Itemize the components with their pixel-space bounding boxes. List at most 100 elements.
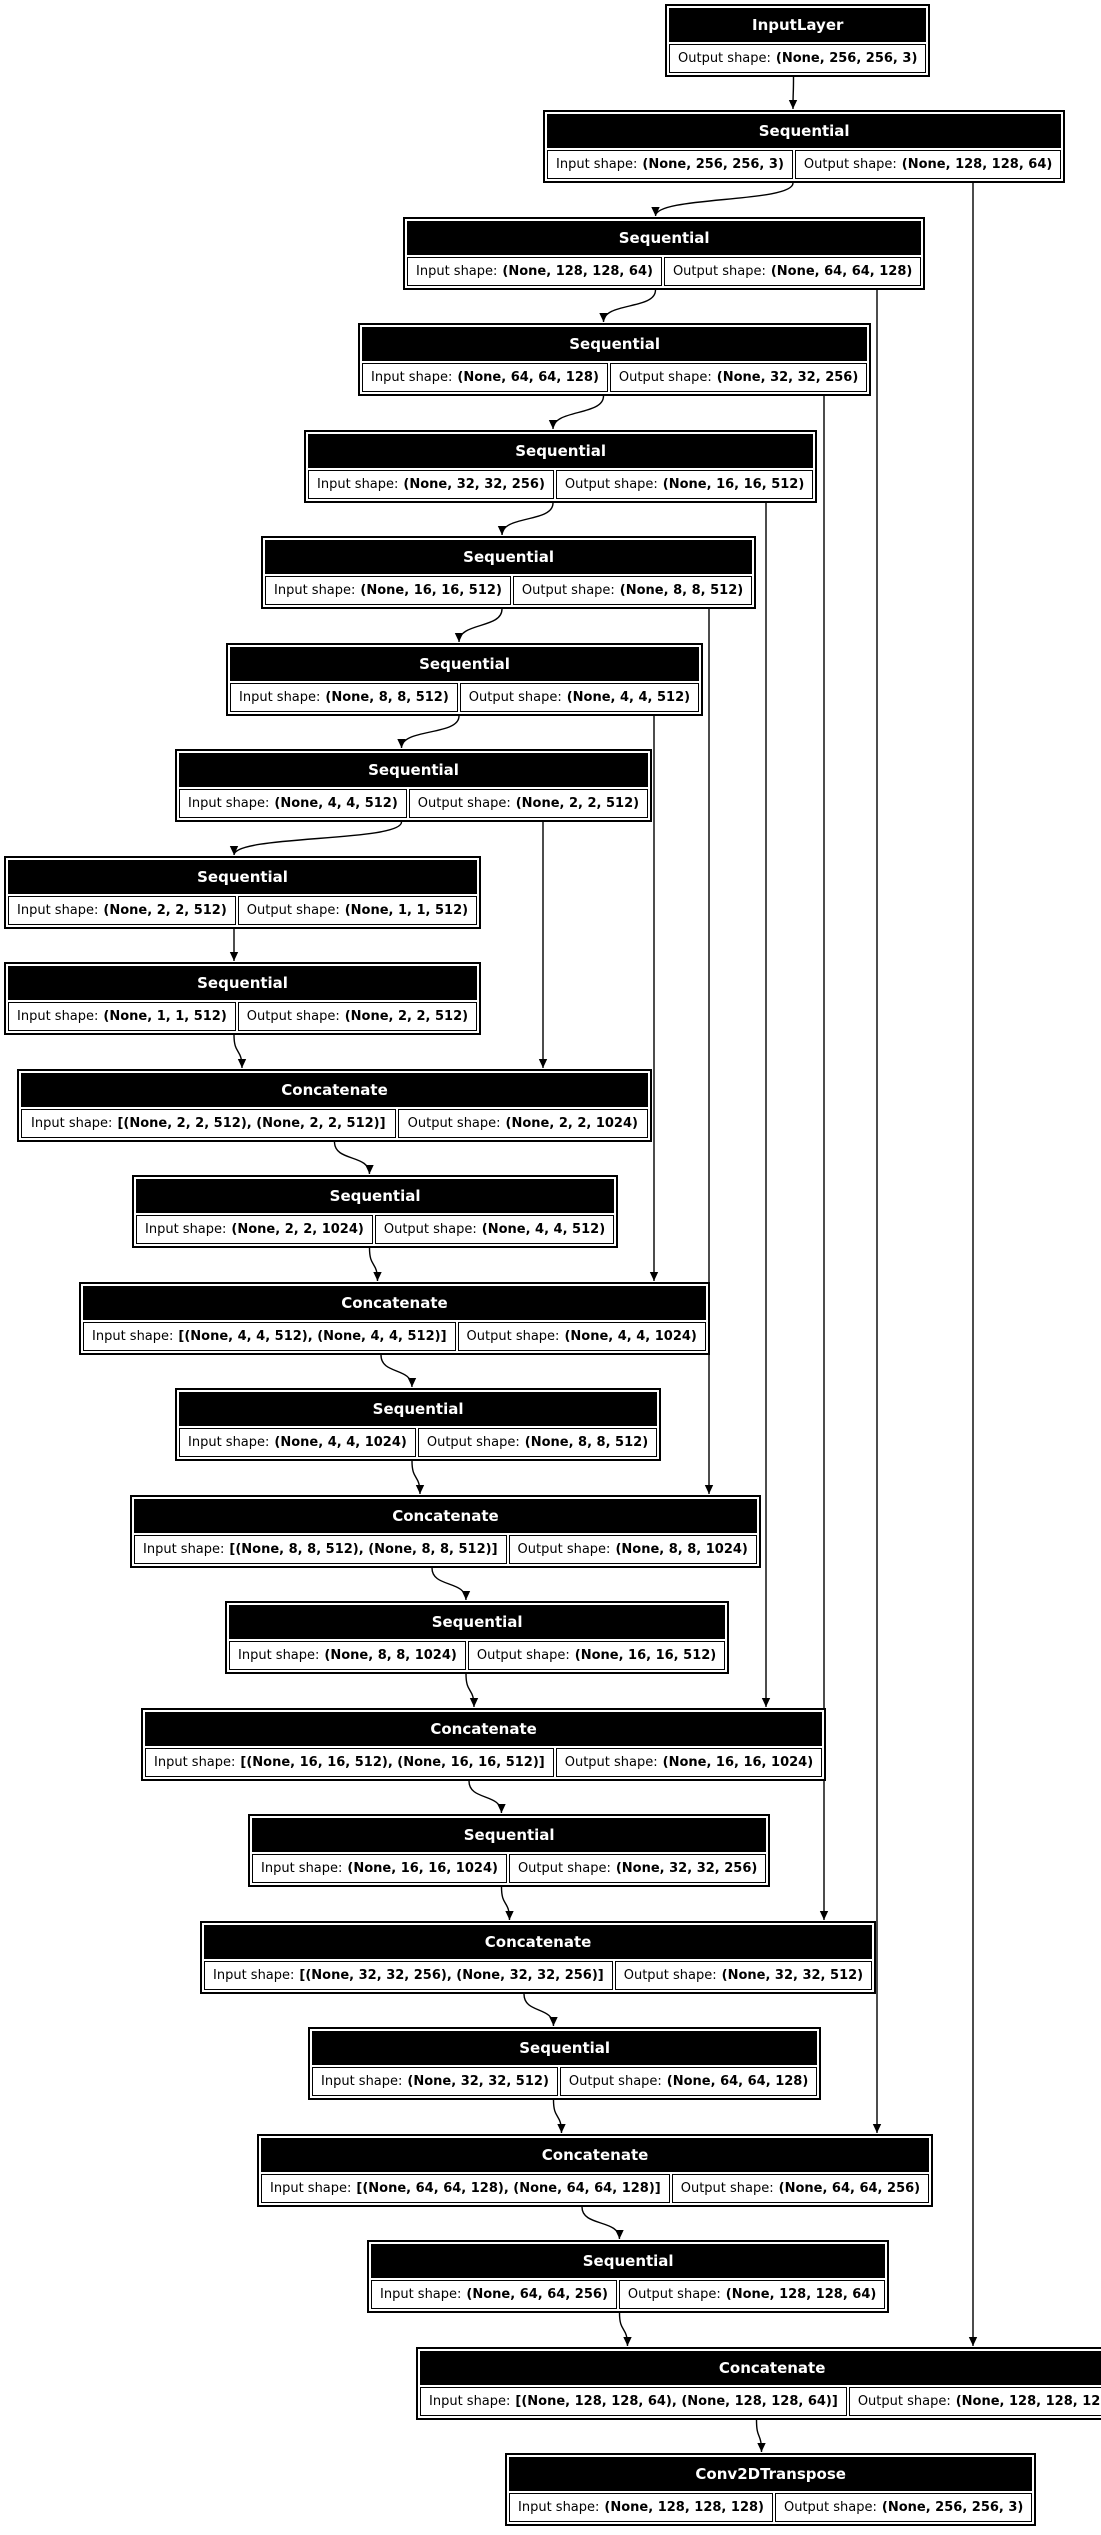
output-shape-value: (None, 256, 256, 3) (775, 51, 918, 66)
output-shape-cell: Output shape:(None, 64, 64, 128) (559, 2067, 818, 2096)
layer-type-label: Sequential (547, 114, 1062, 148)
output-shape-cell: Output shape:(None, 32, 32, 256) (609, 363, 868, 392)
output-shape-cell: Output shape: (None, 2, 2, 512) (408, 789, 649, 818)
layer-shape-row: Input shape:(None, 128, 128, 128) Output… (509, 2493, 1033, 2522)
input-shape-cell: Input shape:(None, 128, 128, 128) (509, 2493, 773, 2522)
input-shape-label: Input shape: (154, 1755, 236, 1770)
layer-shape-row: Input shape:(None, 4, 4, 512) Output sha… (179, 789, 649, 818)
output-shape-cell: Output shape:(None, 8, 8, 512) (512, 576, 753, 605)
layer-node-sequential: Sequential Input shape: (None, 32, 32, 51… (308, 2027, 822, 2100)
input-shape-label: Input shape: (321, 2074, 403, 2089)
input-shape-label: Input shape: (143, 1542, 225, 1557)
layer-node-sequential: Sequential Input shape:(None, 2, 2, 1024… (132, 1175, 619, 1248)
input-shape-cell: Input shape: (None, 256, 256, 3) (547, 150, 793, 179)
layer-node-concatenate: Concatenate Input shape:[(None, 32, 32, … (200, 1921, 877, 1994)
layer-type-label: Sequential (8, 860, 478, 894)
flow-edge (368, 1247, 382, 1282)
flow-edge (548, 395, 605, 430)
layer-shape-row: Input shape:[(None, 16, 16, 512), (None,… (145, 1748, 823, 1777)
layer-shape-row: Input shape:[(None, 4, 4, 512), (None, 4… (83, 1322, 706, 1351)
output-shape-value: (None, 2, 2, 1024) (505, 1116, 638, 1131)
input-shape-label: Input shape: (429, 2394, 511, 2409)
output-shape-cell: Output shape:(None, 128, 128, 128) (848, 2387, 1101, 2416)
layer-type-label: Sequential (229, 1605, 726, 1639)
flow-edge (233, 1034, 247, 1069)
layer-type-label: Concatenate (204, 1925, 873, 1959)
output-shape-label: Output shape: (627, 2287, 721, 2302)
output-shape-value: (None, 4, 4, 1024) (564, 1329, 697, 1344)
input-shape-value: [(None, 128, 128, 64), (None, 128, 128, … (515, 2394, 838, 2409)
input-shape-label: Input shape: (380, 2287, 462, 2302)
output-shape-cell: Output shape:(None, 256, 256, 3) (774, 2493, 1033, 2522)
layer-shape-row: Input shape:(None, 2, 2, 1024) Output sh… (136, 1215, 615, 1244)
input-shape-value: [(None, 64, 64, 128), (None, 64, 64, 128… (356, 2181, 661, 2196)
flow-edge (552, 2099, 566, 2134)
flow-edge (500, 1886, 514, 1921)
output-shape-value: (None, 64, 64, 128) (666, 2074, 809, 2089)
input-shape-label: Input shape: (31, 1116, 113, 1131)
layer-node-sequential: Sequential Input shape:(None, 1, 1, 512)… (4, 962, 482, 1035)
output-shape-cell: Output shape:(None, 2, 2, 512) (237, 1002, 478, 1031)
layer-shape-row: Output shape:(None, 256, 256, 3) (669, 44, 927, 73)
layer-type-label: Sequential (179, 1392, 658, 1426)
layer-node-concatenate: Concatenate Input shape:[(None, 64, 64, … (257, 2134, 934, 2207)
flow-edge (397, 715, 460, 749)
layer-shape-row: Input shape:(None, 16, 16, 1024) Output … (252, 1854, 767, 1883)
output-shape-label: Output shape: (426, 1435, 520, 1450)
layer-node-sequential: Sequential Input shape:(None, 8, 8, 512)… (226, 643, 704, 716)
output-shape-cell: Output shape:(None, 16, 16, 512) (555, 470, 814, 499)
input-shape-value: (None, 32, 32, 512) (407, 2074, 549, 2089)
input-shape-cell: Input shape:(None, 16, 16, 1024) (252, 1854, 507, 1883)
input-shape-value: (None, 64, 64, 256) (466, 2287, 608, 2302)
flow-edge (333, 1141, 374, 1175)
flow-edge (431, 1567, 471, 1601)
flow-edge (581, 2206, 624, 2240)
layer-shape-row: Input shape:(None, 4, 4, 1024) Output sh… (179, 1428, 658, 1457)
input-shape-value: (None, 256, 256, 3) (642, 157, 784, 172)
input-shape-value: (None, 32, 32, 256) (403, 477, 545, 492)
output-shape-label: Output shape: (623, 1968, 717, 1983)
layer-type-label: Concatenate (134, 1499, 757, 1533)
input-shape-cell: Input shape: [(None, 8, 8, 512), (None, 8… (134, 1535, 507, 1564)
input-shape-cell: Input shape:[(None, 64, 64, 128), (None,… (261, 2174, 670, 2203)
input-shape-label: Input shape: (17, 903, 99, 918)
output-shape-value: (None, 1, 1, 512) (344, 903, 469, 918)
layer-type-label: Concatenate (83, 1286, 706, 1320)
input-shape-value: (None, 4, 4, 512) (274, 796, 398, 811)
layer-type-label: Concatenate (21, 1073, 648, 1107)
output-shape-value: (None, 64, 64, 256) (778, 2181, 921, 2196)
input-shape-value: (None, 2, 2, 1024) (231, 1222, 364, 1237)
layer-shape-row: Input shape: [(None, 128, 128, 64), (None… (420, 2387, 1101, 2416)
input-shape-value: [(None, 8, 8, 512), (None, 8, 8, 512)] (229, 1542, 498, 1557)
input-shape-label: Input shape: (556, 157, 638, 172)
input-shape-cell: Input shape:(None, 64, 64, 128) (362, 363, 608, 392)
layer-node-sequential: Sequential Input shape:(None, 64, 64, 12… (358, 323, 872, 396)
flow-edge (618, 2312, 632, 2347)
layer-shape-row: Input shape:(None, 256, 256, 3) Output s… (547, 150, 1062, 179)
input-shape-label: Input shape: (518, 2500, 600, 2515)
layer-node-sequential: Sequential Input shape:(None, 16, 16, 10… (248, 1814, 771, 1887)
flow-edge (380, 1354, 417, 1388)
output-shape-label: Output shape: (517, 1861, 611, 1876)
layer-type-label: Sequential (312, 2031, 818, 2065)
input-shape-label: Input shape: (274, 583, 356, 598)
input-shape-value: (None, 1, 1, 512) (103, 1009, 227, 1024)
output-shape-value: (None, 2, 2, 512) (344, 1009, 469, 1024)
output-shape-cell: Output shape: (None, 8, 8, 512) (417, 1428, 658, 1457)
output-shape-value: (None, 2, 2, 512) (515, 796, 640, 811)
output-shape-cell: Output shape:(None, 32, 32, 256) (508, 1854, 767, 1883)
layer-type-label: Concatenate (145, 1712, 823, 1746)
flow-edge (755, 2419, 766, 2453)
input-shape-label: Input shape: (145, 1222, 227, 1237)
input-shape-label: Input shape: (188, 1435, 270, 1450)
output-shape-label: Output shape: (517, 1542, 611, 1557)
layer-shape-row: Input shape:(None, 16, 16, 512) Output s… (265, 576, 753, 605)
layer-node-sequential: Sequential Input shape:(None, 128, 128, … (403, 217, 926, 290)
output-shape-value: (None, 8, 8, 512) (524, 1435, 649, 1450)
flow-edge (411, 1460, 425, 1495)
output-shape-label: Output shape: (407, 1116, 501, 1131)
output-shape-label: Output shape: (417, 796, 511, 811)
output-shape-value: (None, 32, 32, 256) (716, 370, 859, 385)
layer-node-concatenate: Concatenate Input shape:[(None, 2, 2, 51… (17, 1069, 652, 1142)
